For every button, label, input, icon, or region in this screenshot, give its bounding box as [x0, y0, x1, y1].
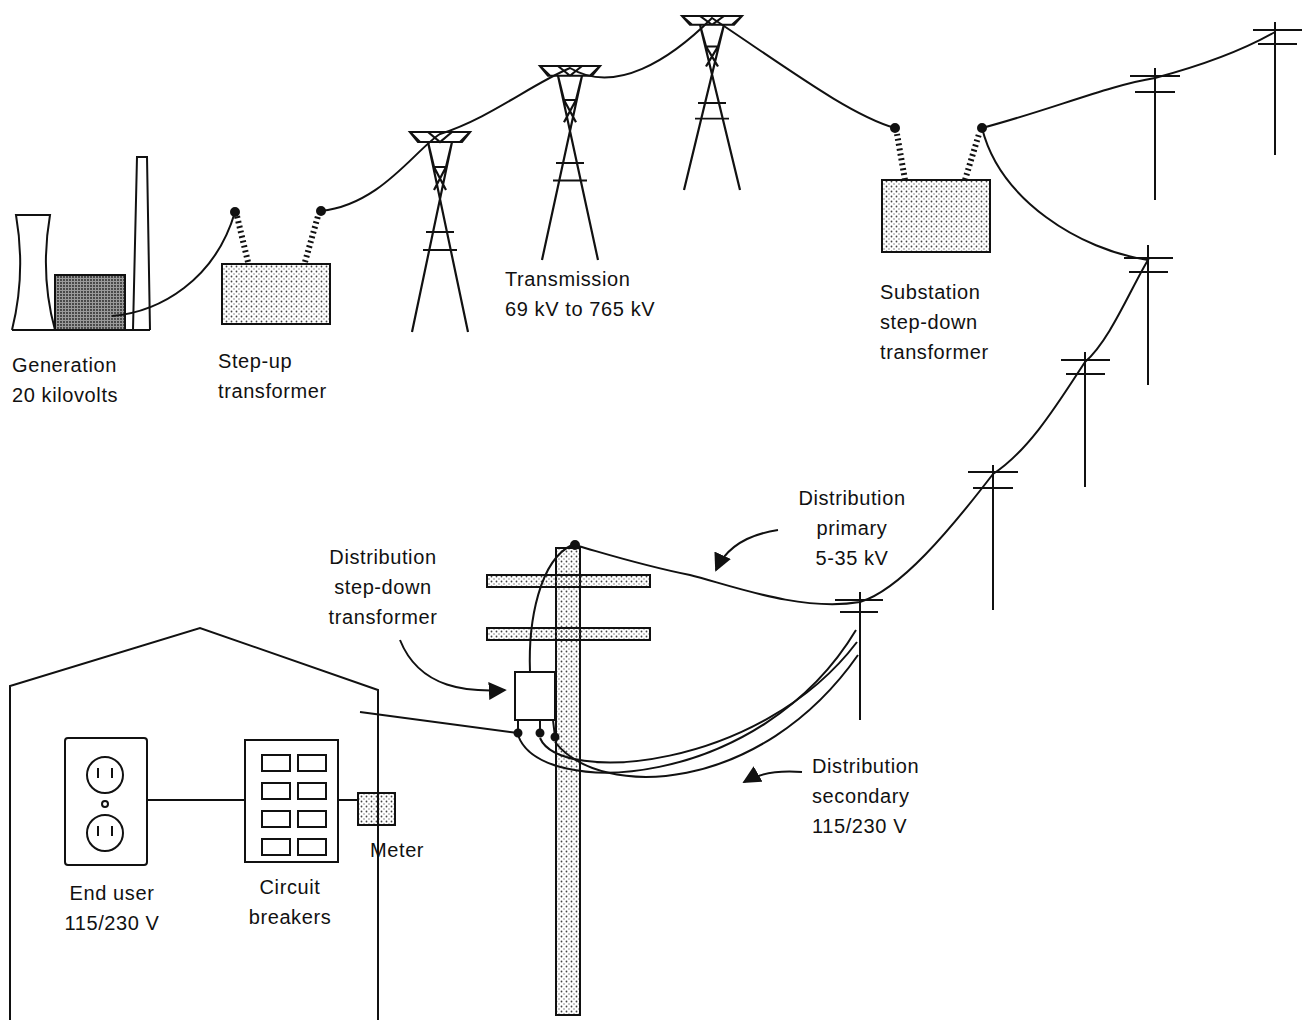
bushing	[305, 216, 318, 262]
label-line: step-down	[329, 572, 438, 602]
service-drop	[360, 712, 518, 733]
house-outline	[10, 628, 378, 1020]
label-line: transformer	[329, 602, 438, 632]
component-label: Circuit breakers	[249, 872, 332, 932]
label-line: Meter	[370, 835, 424, 865]
ground-line	[12, 329, 150, 331]
distribution-secondary-line	[518, 630, 856, 773]
label-line: End user	[64, 878, 159, 908]
breaker	[262, 839, 290, 855]
transformer-lead	[518, 720, 555, 737]
transmission-line	[321, 18, 895, 211]
transformer-lead	[530, 545, 572, 672]
label-line: Transmission	[505, 264, 655, 294]
terminal	[571, 541, 579, 549]
leader-arrow	[716, 530, 778, 570]
distribution-pole	[1061, 352, 1110, 487]
label-line: 115/230 V	[64, 908, 159, 938]
outlet-screw	[102, 801, 108, 807]
cooling-tower	[12, 215, 55, 330]
outlet-socket	[87, 757, 123, 793]
label-line: primary	[798, 513, 905, 543]
crossarm	[487, 628, 650, 640]
label-line: 5-35 kV	[798, 543, 905, 573]
leader-arrow	[744, 771, 802, 782]
outlet-plate	[65, 738, 147, 865]
distribution-pole	[1253, 22, 1302, 155]
label-line: 69 kV to 765 kV	[505, 294, 655, 324]
label-line: Distribution	[812, 751, 919, 781]
meter-divider	[377, 793, 379, 825]
bushing	[897, 134, 905, 180]
utility-pole	[556, 548, 580, 1015]
house-wire	[147, 799, 245, 801]
distribution-pole	[968, 465, 1018, 610]
label-line: 115/230 V	[812, 811, 919, 841]
label-line: Distribution	[798, 483, 905, 513]
breaker	[262, 783, 290, 799]
transmission-tower	[410, 132, 470, 332]
bushing	[965, 134, 979, 180]
label-line: Substation	[880, 277, 989, 307]
chimney	[133, 157, 150, 330]
component-label: Step-up transformer	[218, 346, 327, 406]
terminal	[231, 208, 239, 216]
house-wire	[338, 799, 358, 801]
distribution-transformer	[515, 672, 555, 720]
breaker-panel	[245, 740, 338, 862]
breaker	[298, 783, 326, 799]
distribution-pole	[1124, 245, 1173, 385]
component-label: Generation 20 kilovolts	[12, 350, 118, 410]
transmission-tower	[682, 16, 742, 190]
component-label: Meter	[370, 835, 424, 865]
label-line: breakers	[249, 902, 332, 932]
component-label: End user 115/230 V	[64, 878, 159, 938]
step-up-transformer	[222, 264, 330, 324]
label-line: Circuit	[249, 872, 332, 902]
label-line: transformer	[218, 376, 327, 406]
distribution-pole	[835, 592, 883, 720]
substation-transformer	[882, 180, 990, 252]
breaker	[298, 755, 326, 771]
label-line: secondary	[812, 781, 919, 811]
terminal	[891, 124, 899, 132]
distribution-line	[982, 32, 1275, 128]
component-label: Distribution step-down transformer	[329, 542, 438, 632]
outlet-socket	[87, 815, 123, 851]
leader-arrow	[400, 640, 505, 690]
label-line: Generation	[12, 350, 118, 380]
component-label: Distribution secondary 115/230 V	[812, 751, 919, 841]
breaker	[262, 755, 290, 771]
outlet-slot	[98, 768, 112, 836]
transmission-tower	[540, 66, 600, 260]
label-line: Distribution	[329, 542, 438, 572]
generator-lead	[112, 212, 235, 316]
crossarm	[487, 575, 650, 587]
label-line: 20 kilovolts	[12, 380, 118, 410]
power-house	[55, 275, 125, 330]
breaker	[298, 811, 326, 827]
distribution-pole	[1130, 68, 1180, 200]
meter-box	[358, 793, 395, 825]
breaker	[262, 811, 290, 827]
component-label: Substation step-down transformer	[880, 277, 989, 367]
distribution-secondary-line	[540, 642, 857, 762]
breaker	[298, 839, 326, 855]
distribution-primary-line	[578, 128, 1148, 604]
label-line: step-down	[880, 307, 989, 337]
bushing	[237, 216, 248, 262]
label-line: transformer	[880, 337, 989, 367]
label-line: Step-up	[218, 346, 327, 376]
component-label: Distribution primary 5-35 kV	[798, 483, 905, 573]
component-label: Transmission 69 kV to 765 kV	[505, 264, 655, 324]
